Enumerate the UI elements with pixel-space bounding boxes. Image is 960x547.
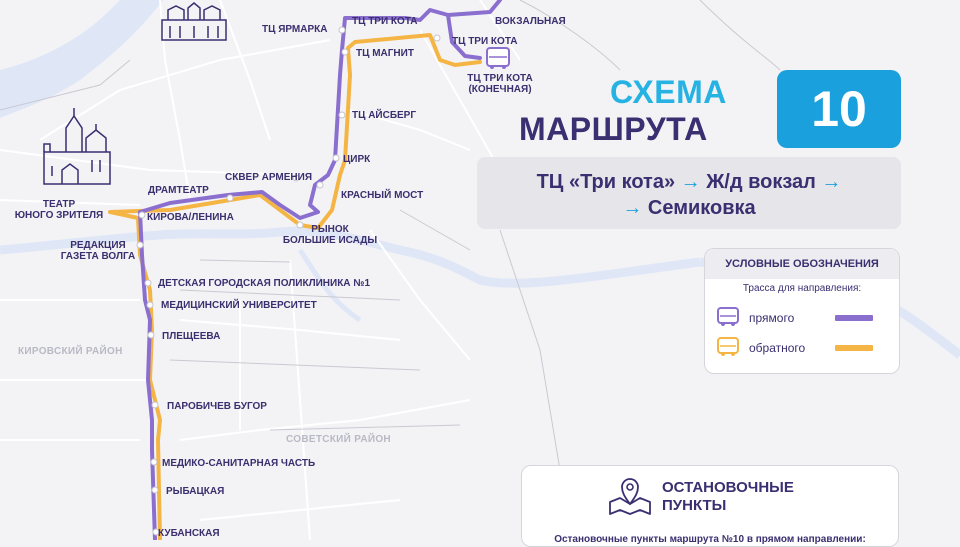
river-volga xyxy=(0,0,163,118)
bus-icon xyxy=(717,307,739,326)
stop-label-tc-tri-kota-mid: ТЦ ТРИ КОТА xyxy=(452,36,518,47)
stop-label-kirova-lenina: КИРОВА/ЛЕНИНА xyxy=(147,212,234,223)
route-arrow: → xyxy=(680,171,701,193)
stops-panel-title: ОСТАНОВОЧНЫЕ ПУНКТЫ xyxy=(662,479,794,515)
stops-panel: ОСТАНОВОЧНЫЕ ПУНКТЫ Остановочные пункты … xyxy=(521,465,899,547)
map-pin-icon xyxy=(609,478,651,515)
route-via: Ж/д вокзал xyxy=(700,171,822,193)
stop-label-line: РЕДАКЦИЯ xyxy=(70,240,126,251)
route-description-line2: → Семиковка xyxy=(477,196,901,220)
stop-label-vokzalnaya: ВОКЗАЛЬНАЯ xyxy=(495,16,566,27)
river-canal xyxy=(297,248,362,323)
stop-label-cirk: ЦИРК xyxy=(343,154,371,165)
stop-label-medsanchast: МЕДИКО-САНИТАРНАЯ ЧАСТЬ xyxy=(162,458,316,469)
landmark-kremlin-icon xyxy=(43,108,111,185)
stop-label-med-univer: МЕДИЦИНСКИЙ УНИВЕРСИТЕТ xyxy=(161,300,317,311)
landmark-building-icon xyxy=(161,2,227,41)
route-forward-line-main xyxy=(138,8,450,540)
legend-reverse-swatch xyxy=(835,345,873,351)
stop-label-rybackaya: РЫБАЦКАЯ xyxy=(166,486,225,497)
stop-label-line: РЫНОК xyxy=(311,224,349,235)
stop-label-pleshcheeva: ПЛЕЩЕЕВА xyxy=(162,331,221,342)
street-lines xyxy=(0,0,781,471)
legend-subtitle: Трасса для направления: xyxy=(742,283,862,294)
stop-label-tc-magnit: ТЦ МАГНИТ xyxy=(356,48,414,59)
stop-label-tc-tri-kota-top: ТЦ ТРИ КОТА xyxy=(352,16,418,27)
stop-label-line: ГАЗЕТА ВОЛГА xyxy=(60,251,136,262)
stop-label-line: (КОНЕЧНАЯ) xyxy=(468,84,532,95)
route-arrow: → xyxy=(622,197,643,219)
route-destination: Семиковка xyxy=(642,197,756,219)
stop-label-line: ТЦ ТРИ КОТА xyxy=(467,73,533,84)
stop-label-teatr: ТЕАТР ЮНОГО ЗРИТЕЛЯ xyxy=(10,199,108,221)
legend-forward-swatch xyxy=(835,315,873,321)
map-legend: УСЛОВНЫЕ ОБОЗНАЧЕНИЯ Трасса для направле… xyxy=(704,248,900,374)
legend-row-reverse: обратного xyxy=(717,337,887,359)
stop-label-poliklinika: ДЕТСКАЯ ГОРОДСКАЯ ПОЛИКЛИНИКА №1 xyxy=(158,278,371,289)
stop-label-rynok: РЫНОК БОЛЬШИЕ ИСАДЫ xyxy=(282,224,378,246)
title-route: МАРШРУТА xyxy=(519,111,708,147)
stop-label-line: ЮНОГО ЗРИТЕЛЯ xyxy=(14,210,104,221)
route-number-badge: 10 xyxy=(777,70,901,148)
stop-label-krasny-most: КРАСНЫЙ МОСТ xyxy=(341,190,424,201)
stop-label-kubanskaya: КУБАНСКАЯ xyxy=(158,528,220,539)
stop-label-tc-aisberg: ТЦ АЙСБЕРГ xyxy=(352,110,417,121)
legend-reverse-label: обратного xyxy=(749,341,806,355)
stops-title-line: ОСТАНОВОЧНЫЕ xyxy=(662,479,794,496)
stop-label-skver-armenia: СКВЕР АРМЕНИЯ xyxy=(225,172,313,183)
stop-markers xyxy=(136,26,441,536)
bus-icon xyxy=(717,337,739,356)
legend-row-forward: прямого xyxy=(717,307,887,329)
stop-label-redakcia: РЕДАКЦИЯ ГАЗЕТА ВОЛГА xyxy=(54,240,142,262)
stop-label-tc-tri-kota-terminal: ТЦ ТРИ КОТА (КОНЕЧНАЯ) xyxy=(462,73,538,95)
route-description-box: ТЦ «Три кота» → Ж/д вокзал → → Семиковка xyxy=(477,157,901,229)
route-arrow: → xyxy=(821,171,842,193)
route-description-line1: ТЦ «Три кота» → Ж/д вокзал → xyxy=(477,170,901,194)
route-origin: ТЦ «Три кота» xyxy=(536,171,681,193)
stop-label-line: БОЛЬШИЕ ИСАДЫ xyxy=(282,235,378,246)
route-forward-line xyxy=(446,0,502,60)
stop-label-line: ТЕАТР xyxy=(42,199,76,210)
terminal-bus-icon xyxy=(486,47,510,69)
road-grid xyxy=(0,0,521,540)
district-label-kirovsky: КИРОВСКИЙ РАЙОН xyxy=(18,346,123,357)
stop-label-dramteatr: ДРАМТЕАТР xyxy=(148,185,209,196)
district-label-sovetsky: СОВЕТСКИЙ РАЙОН xyxy=(286,434,391,445)
legend-forward-label: прямого xyxy=(749,311,795,325)
stop-label-tc-yarmarka: ТЦ ЯРМАРКА xyxy=(262,24,328,35)
legend-title: УСЛОВНЫЕ ОБОЗНАЧЕНИЯ xyxy=(705,249,899,279)
stops-title-line: ПУНКТЫ xyxy=(662,497,727,514)
river-kutum xyxy=(0,226,701,288)
stop-label-parobichev: ПАРОБИЧЕВ БУГОР xyxy=(167,401,267,412)
title-scheme: СХЕМА xyxy=(610,74,727,110)
